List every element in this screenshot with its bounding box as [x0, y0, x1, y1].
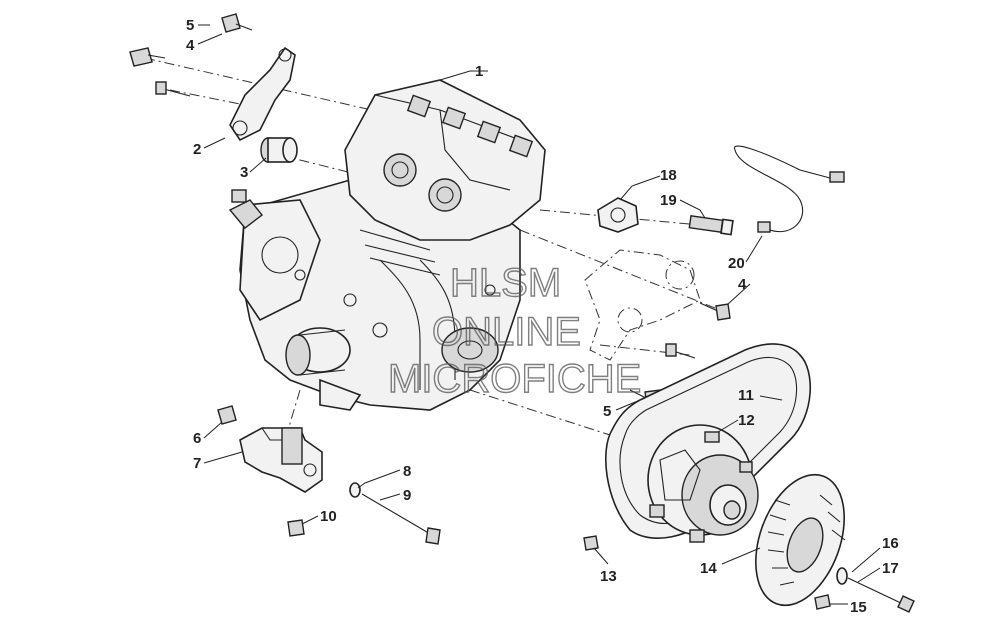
engine-mount-bracket	[229, 46, 296, 142]
nut-part-13	[583, 535, 599, 551]
washer-part-8	[349, 482, 361, 498]
drive-bracket-outline	[584, 249, 701, 361]
screw-part-15	[814, 594, 831, 610]
clutch-fan-disc	[754, 473, 846, 607]
bolt-part-9	[361, 493, 441, 545]
callout-14: 14	[700, 560, 717, 577]
callout-1: 1	[475, 63, 483, 80]
callout-15: 15	[850, 599, 867, 616]
engine-assembly	[228, 79, 546, 411]
bolt-middle-right	[665, 343, 696, 359]
bolt-part-5-top	[129, 47, 166, 67]
temperature-sender	[688, 215, 734, 236]
callout-12: 12	[738, 412, 755, 429]
callout-5-lower: 5	[603, 403, 611, 420]
callout-8: 8	[403, 463, 411, 480]
callout-18: 18	[660, 167, 677, 184]
drive-clutch	[647, 424, 759, 543]
bolt-part-4-top	[221, 13, 253, 33]
callout-9: 9	[403, 487, 411, 504]
bolt-lower-left	[155, 81, 191, 97]
callout-2: 2	[193, 141, 201, 158]
callout-11: 11	[738, 387, 754, 404]
callout-16: 16	[882, 535, 899, 552]
nut-part-6	[217, 405, 237, 425]
callout-19: 19	[660, 192, 677, 209]
watermark-line-1: HLSM	[450, 261, 561, 305]
callout-4-right: 4	[738, 276, 747, 293]
callout-4-top: 4	[186, 37, 195, 54]
callout-5-top: 5	[186, 17, 194, 34]
callout-3: 3	[240, 164, 248, 181]
nut-part-10	[287, 519, 305, 537]
callout-7: 7	[193, 455, 201, 472]
sensor-wire-harness	[733, 145, 845, 233]
callout-17: 17	[882, 560, 899, 577]
callout-10: 10	[320, 508, 337, 525]
rubber-damper	[260, 137, 298, 163]
callouts: 1 2 3 4 5 4 5 6 7 8 9 10 11 12 13 14 15	[186, 17, 899, 616]
callout-6: 6	[193, 430, 201, 447]
callout-20: 20	[728, 255, 745, 272]
bolt-part-17	[847, 577, 915, 613]
thermostat-housing	[597, 197, 639, 233]
watermark: HLSM ONLINE MICROFICHE	[387, 260, 642, 401]
washer-part-16	[836, 567, 848, 585]
watermark-line-3: MICROFICHE	[388, 357, 641, 401]
bolt-part-4-right	[699, 302, 731, 321]
watermark-line-2: ONLINE	[432, 310, 581, 354]
callout-13: 13	[600, 568, 617, 585]
engine-mount-part-7	[239, 427, 323, 493]
